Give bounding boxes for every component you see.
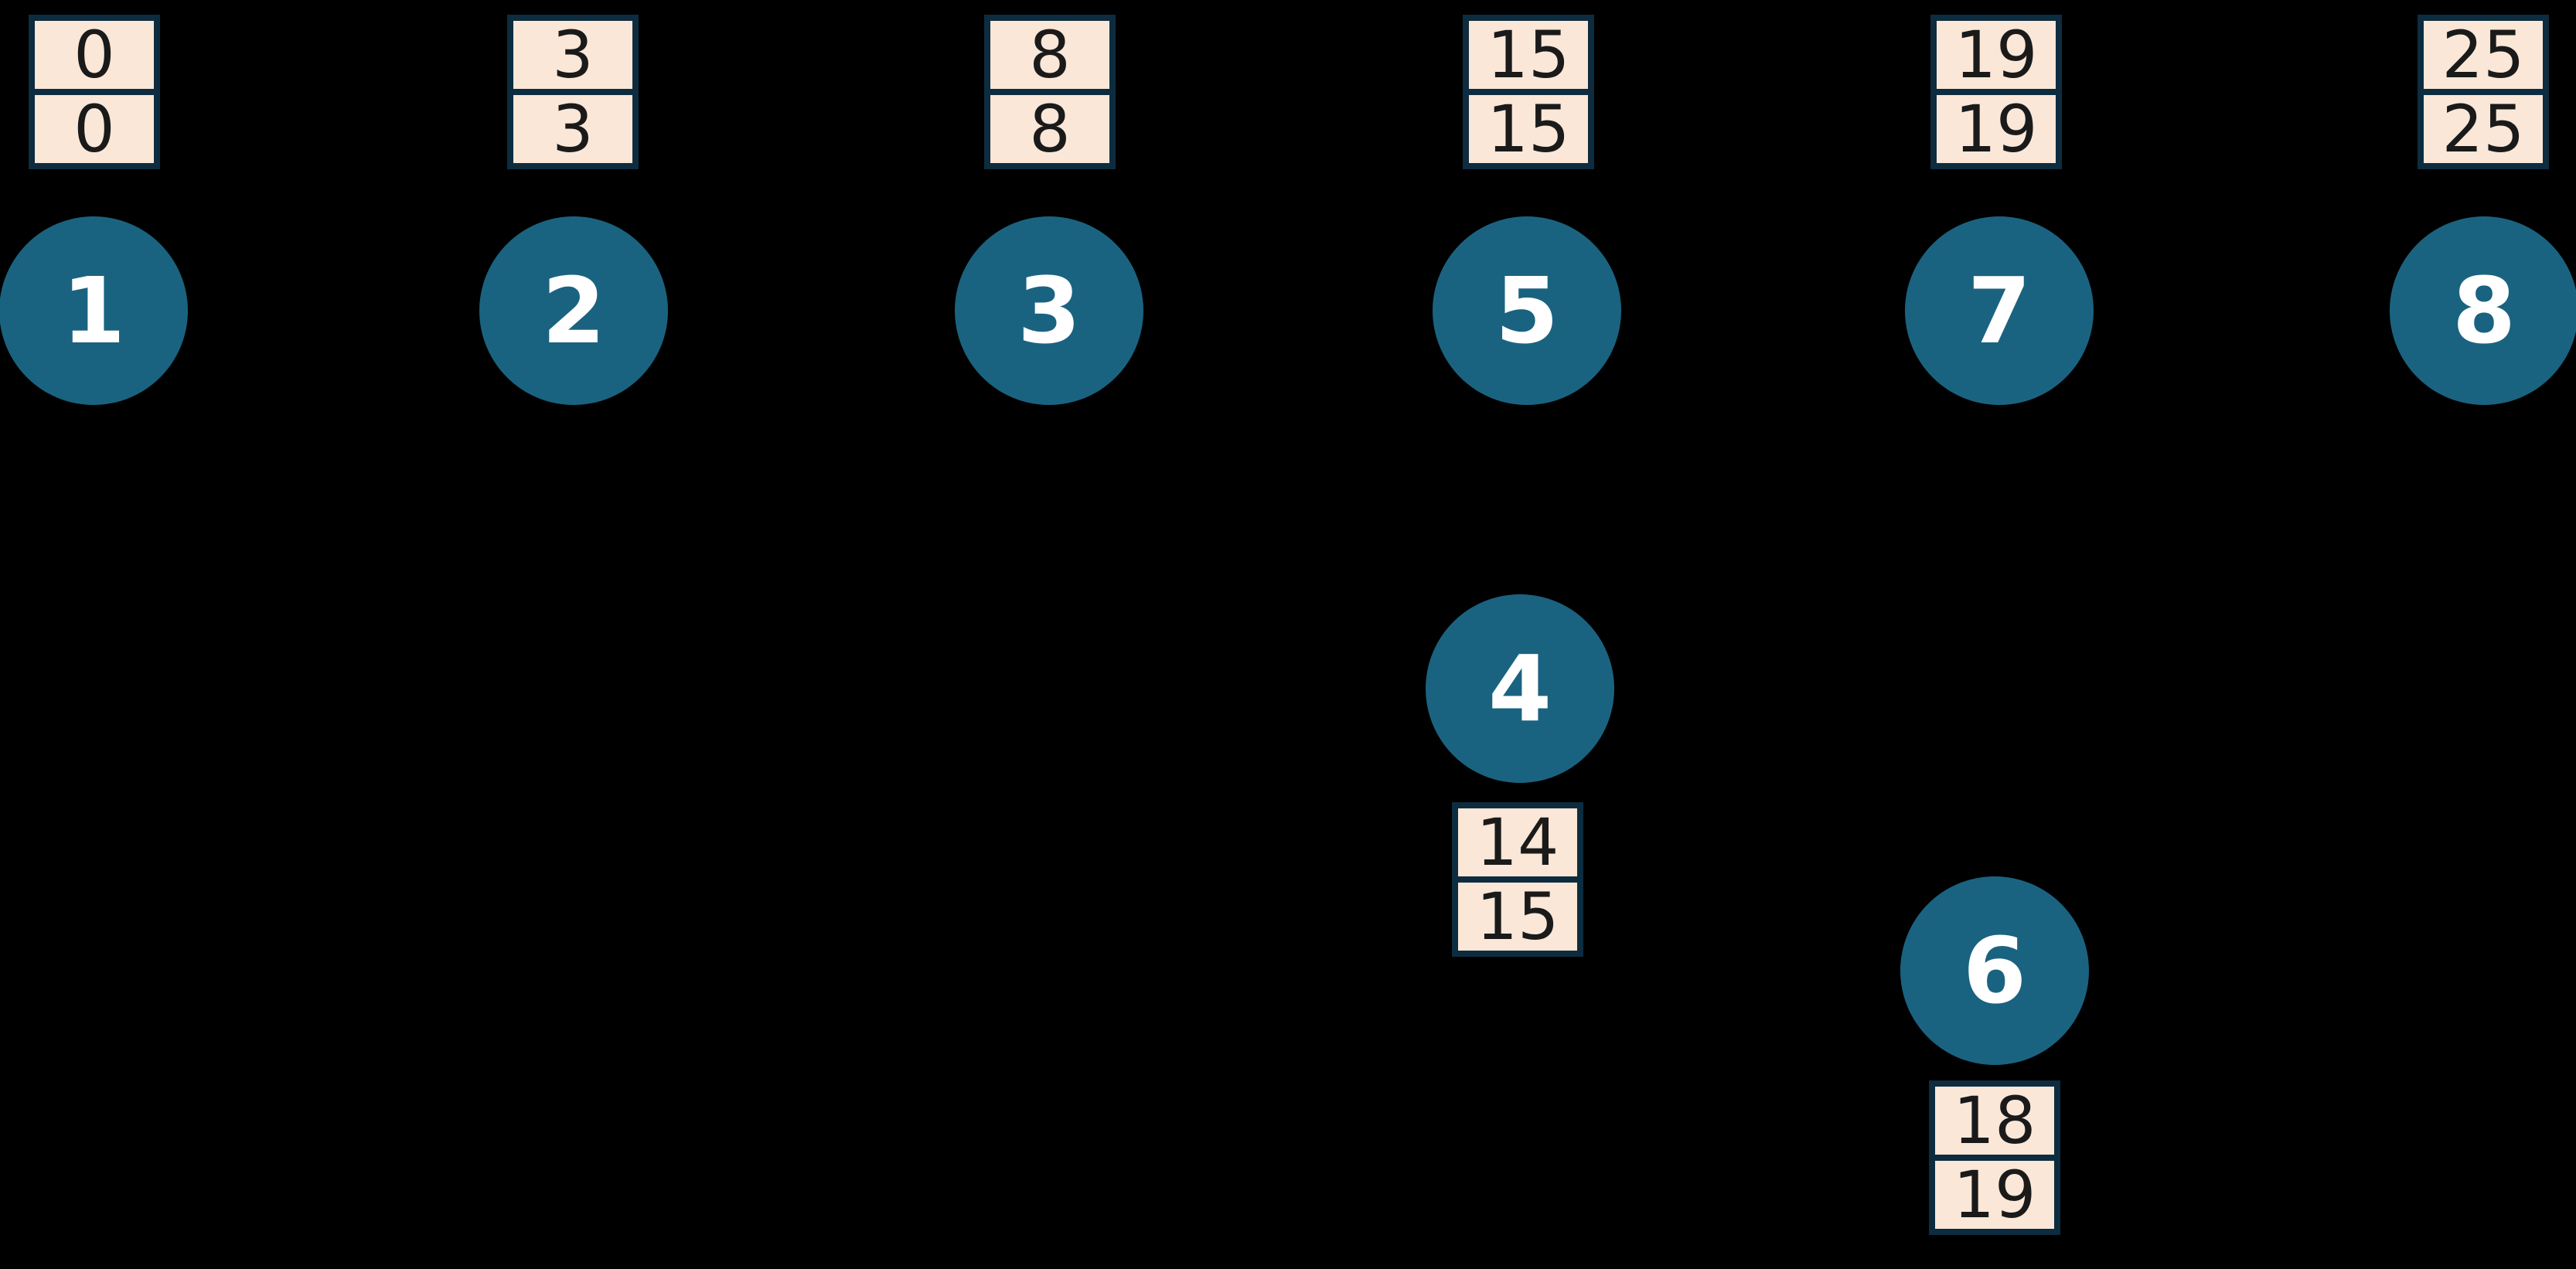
node-7-earliest-time: 19	[1954, 17, 2038, 93]
node-1-label: 1	[61, 257, 126, 364]
node-3-circle: 3	[955, 216, 1143, 405]
node-7-circle: 7	[1905, 216, 2094, 405]
node-3-latest-time: 8	[990, 89, 1109, 163]
node-1-time-box: 0 0	[29, 15, 160, 169]
node-1-earliest-time: 0	[73, 17, 115, 93]
node-8-time-box: 25 25	[2418, 15, 2549, 169]
node-5-label: 5	[1494, 257, 1559, 364]
node-1-latest-time: 0	[35, 89, 154, 163]
node-2-label: 2	[541, 257, 606, 364]
node-8-latest-time: 25	[2424, 89, 2543, 163]
node-2-time-box: 3 3	[507, 15, 639, 169]
node-8-earliest-time: 25	[2441, 17, 2525, 93]
node-7-label: 7	[1967, 257, 2032, 364]
node-3-earliest-time: 8	[1029, 17, 1071, 93]
node-4-latest-time: 15	[1458, 876, 1577, 951]
node-7-latest-time: 19	[1937, 89, 2056, 163]
node-5-earliest-time: 15	[1487, 17, 1570, 93]
node-4-label: 4	[1487, 635, 1552, 742]
node-5-circle: 5	[1433, 216, 1621, 405]
node-6-earliest-time: 18	[1953, 1083, 2036, 1158]
node-4-earliest-time: 14	[1476, 805, 1559, 880]
node-6-circle: 6	[1900, 876, 2089, 1065]
node-5-time-box: 15 15	[1463, 15, 1594, 169]
node-2-earliest-time: 3	[552, 17, 594, 93]
node-6-time-box: 18 19	[1929, 1080, 2060, 1235]
node-6-latest-time: 19	[1935, 1155, 2054, 1229]
node-1-circle: 1	[0, 216, 188, 405]
node-7-time-box: 19 19	[1930, 15, 2062, 169]
node-8-circle: 8	[2390, 216, 2576, 405]
node-4-time-box: 14 15	[1452, 802, 1583, 957]
node-5-latest-time: 15	[1469, 89, 1588, 163]
node-8-label: 8	[2452, 257, 2516, 364]
node-2-latest-time: 3	[513, 89, 632, 163]
node-4-circle: 4	[1426, 594, 1614, 783]
node-2-circle: 2	[479, 216, 668, 405]
node-3-time-box: 8 8	[984, 15, 1116, 169]
node-6-label: 6	[1962, 917, 2027, 1024]
node-3-label: 3	[1017, 257, 1082, 364]
